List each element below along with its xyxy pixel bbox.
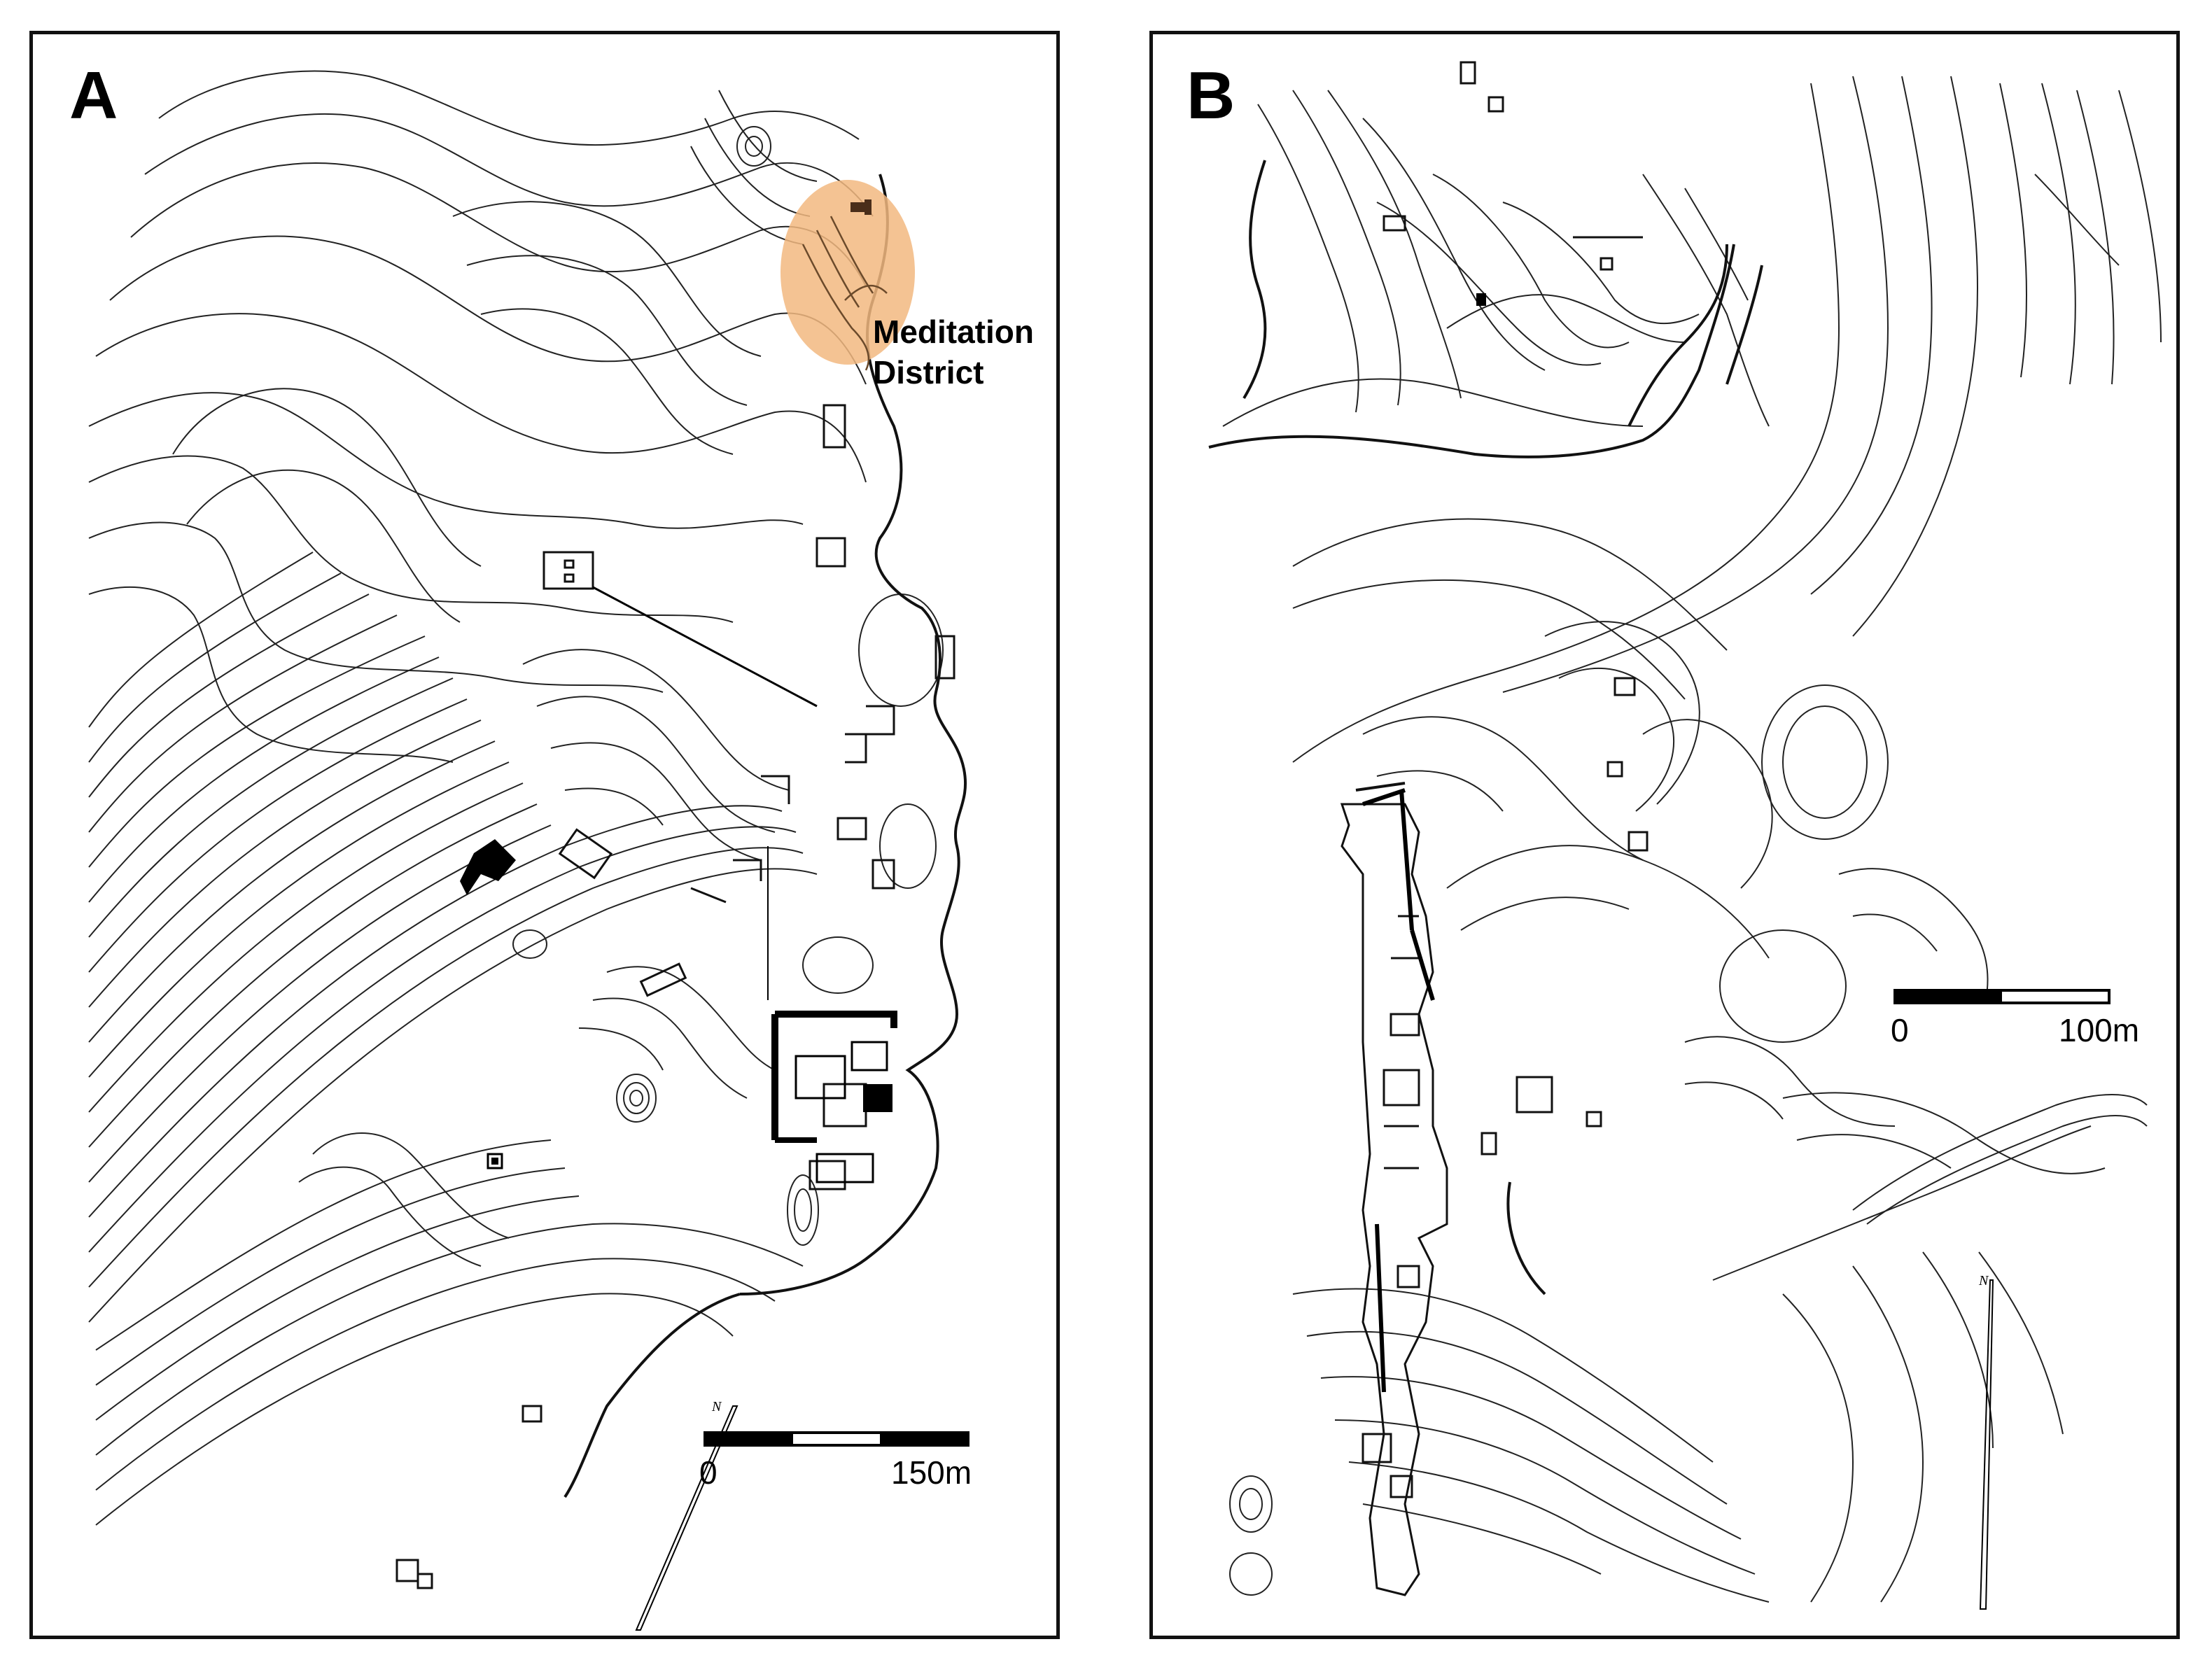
district-label: Meditation District bbox=[873, 311, 1034, 393]
scale-start-b: 0 bbox=[1891, 1012, 1909, 1048]
north-arrow-a bbox=[635, 1405, 738, 1631]
north-label-a: N bbox=[712, 1399, 722, 1414]
scale-bar-a: 0 150m bbox=[699, 1431, 972, 1494]
scale-seg bbox=[706, 1434, 793, 1444]
map-panel-a: A Meditation District N 0 150m bbox=[29, 31, 1060, 1639]
district-label-line-1: Meditation bbox=[873, 314, 1034, 350]
panel-label-a: A bbox=[69, 58, 118, 133]
scale-bar-a-graphic bbox=[704, 1431, 969, 1447]
north-arrow-b bbox=[1979, 1279, 1994, 1610]
scale-end-b: 100m bbox=[2059, 1012, 2140, 1048]
scale-seg bbox=[793, 1434, 880, 1444]
scale-start-a: 0 bbox=[699, 1454, 718, 1491]
scale-seg bbox=[880, 1434, 967, 1444]
map-panel-b: B N 0 100m bbox=[1149, 31, 2180, 1639]
panel-label-b: B bbox=[1186, 58, 1236, 133]
contour-map-a bbox=[88, 70, 967, 1631]
scale-seg bbox=[1896, 992, 2002, 1002]
scale-bar-b-graphic bbox=[1893, 989, 2110, 1004]
scale-end-a: 150m bbox=[891, 1454, 972, 1491]
north-label-b: N bbox=[1979, 1273, 1989, 1288]
contour-map-b bbox=[1208, 61, 2162, 1610]
district-label-line-2: District bbox=[873, 354, 984, 391]
scale-seg bbox=[2002, 992, 2108, 1002]
scale-bar-b: 0 100m bbox=[1891, 989, 2139, 1052]
